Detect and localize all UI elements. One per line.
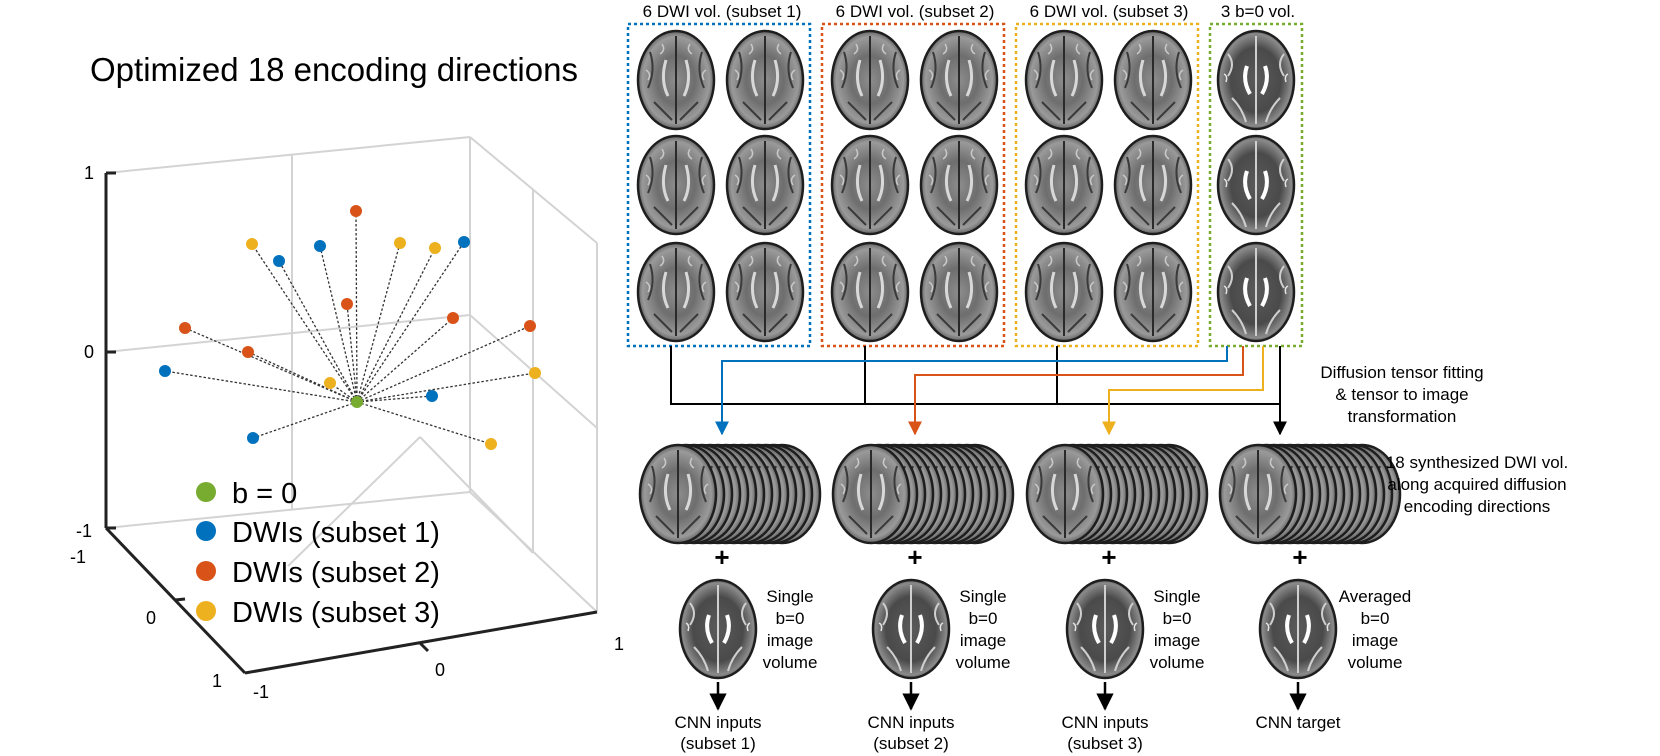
plot-axes	[104, 171, 598, 675]
legend-marker-subset1	[196, 521, 216, 541]
svg-text:CNN inputs(subset 2): CNN inputs(subset 2)	[868, 713, 955, 753]
plot-title: Optimized 18 encoding directions	[90, 51, 578, 88]
connector-subset3	[1102, 346, 1264, 436]
legend-marker-b0	[196, 482, 216, 502]
point-subset1	[273, 255, 285, 267]
svg-text:CNN inputs(subset 3): CNN inputs(subset 3)	[1062, 713, 1149, 753]
point-b0	[351, 396, 363, 408]
tick-x-pos: 1	[614, 634, 624, 654]
output-label-subset3: CNN inputs(subset 3)	[1062, 713, 1149, 753]
output-label-subset2: CNN inputs(subset 2)	[868, 713, 955, 753]
group-header-subset1: 6 DWI vol. (subset 1)	[643, 2, 802, 21]
tick-x-mid: 0	[435, 660, 445, 680]
plus-sign-subset2: +	[907, 542, 922, 572]
svg-text:CNN target: CNN target	[1255, 713, 1340, 732]
plus-sign-target: +	[1292, 542, 1307, 572]
point-subset3	[394, 237, 406, 249]
synth-stack-subset2	[833, 445, 1013, 543]
legend-label-subset3: DWIs (subset 3)	[232, 597, 440, 629]
b0-volume-subset3	[1065, 578, 1145, 680]
connector-subset2	[908, 346, 1244, 436]
output-arrows	[709, 682, 1307, 711]
svg-text:18 synthesized DWI vol.along a: 18 synthesized DWI vol.along acquired di…	[1386, 453, 1568, 516]
b0-box	[1208, 22, 1304, 348]
direction-points	[159, 205, 541, 450]
point-subset2	[341, 298, 353, 310]
point-subset3	[246, 238, 258, 250]
b0-volume-averaged	[1258, 578, 1338, 680]
b0-volume-subset1	[678, 578, 758, 680]
svg-text:Diffusion tensor fitting& tens: Diffusion tensor fitting& tensor to imag…	[1320, 363, 1483, 426]
group-header-subset3: 6 DWI vol. (subset 3)	[1030, 2, 1189, 21]
dwi-box-subset3	[1014, 22, 1200, 348]
point-subset1	[426, 390, 438, 402]
tick-y-neg: -1	[70, 547, 86, 567]
direction-lines	[164, 210, 536, 445]
point-subset3	[429, 242, 441, 254]
group-header-b0: 3 b=0 vol.	[1221, 2, 1295, 21]
output-label-subset1: CNN inputs(subset 1)	[675, 713, 762, 753]
legend-marker-subset2	[196, 561, 216, 581]
point-subset2	[179, 322, 191, 334]
synth-stack-target	[1220, 445, 1400, 543]
dwi-box-subset1	[626, 22, 812, 348]
output-label-target: CNN target	[1255, 713, 1340, 732]
legend: b = 0 DWIs (subset 1) DWIs (subset 2) DW…	[196, 478, 440, 629]
legend-label-subset1: DWIs (subset 1)	[232, 517, 440, 549]
point-subset1	[159, 365, 171, 377]
plot-box	[105, 136, 598, 613]
legend-label-subset2: DWIs (subset 2)	[232, 557, 440, 589]
point-subset3	[324, 377, 336, 389]
connector-subset1	[715, 346, 1228, 436]
tick-y-pos: 1	[212, 671, 222, 691]
legend-marker-subset3	[196, 601, 216, 621]
point-subset1	[314, 240, 326, 252]
point-subset1	[458, 236, 470, 248]
tick-z-mid: 0	[84, 342, 94, 362]
tick-y-mid: 0	[146, 608, 156, 628]
b0-volume-subset2	[871, 578, 951, 680]
fitting-label: Diffusion tensor fitting& tensor to imag…	[1320, 363, 1483, 426]
plus-sign-subset1: +	[714, 542, 729, 572]
point-subset3	[529, 367, 541, 379]
legend-label-b0: b = 0	[232, 478, 297, 510]
point-subset1	[247, 432, 259, 444]
point-subset2	[447, 312, 459, 324]
tick-z-top: 1	[84, 163, 94, 183]
synth-label: 18 synthesized DWI vol.along acquired di…	[1386, 453, 1568, 516]
synth-stack-subset3	[1027, 445, 1207, 543]
dwi-box-subset2	[820, 22, 1006, 348]
plus-sign-subset3: +	[1101, 542, 1116, 572]
group-header-subset2: 6 DWI vol. (subset 2)	[836, 2, 995, 21]
tick-z-bot: -1	[76, 521, 92, 541]
point-subset2	[350, 205, 362, 217]
svg-text:CNN inputs(subset 1): CNN inputs(subset 1)	[675, 713, 762, 753]
synth-stack-subset1	[640, 445, 820, 543]
point-subset3	[485, 438, 497, 450]
point-subset2	[242, 346, 254, 358]
tick-x-neg: -1	[253, 682, 269, 702]
point-subset2	[524, 320, 536, 332]
